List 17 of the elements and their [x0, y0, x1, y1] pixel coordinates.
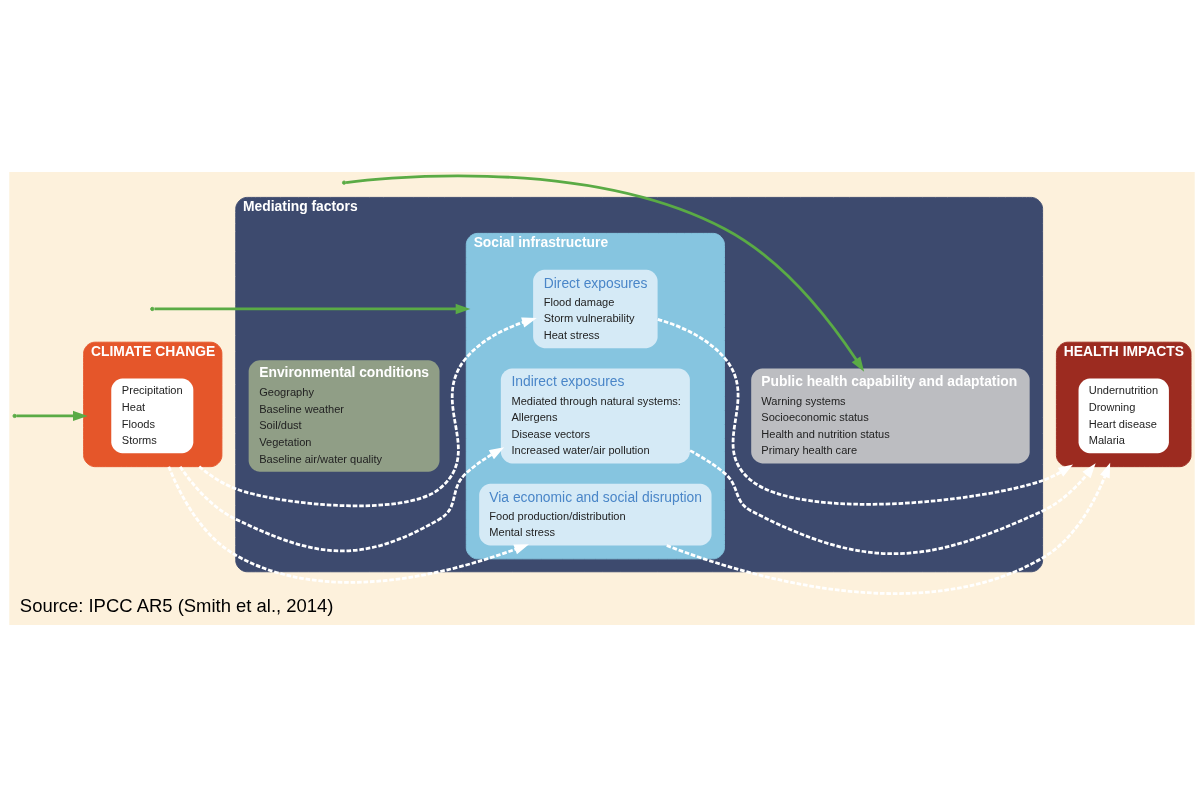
arrow	[198, 317, 537, 507]
node-box: Indirect exposures Mediated through natural systems: Allergens Disease vectors Increased water/air pollution	[500, 367, 690, 463]
caption: Source: IPCC AR5 (Smith et al., 2014)	[19, 594, 334, 616]
node-box: Direct exposures Flood damage Storm vulnerability Heat stress	[533, 269, 658, 348]
node-box: Environmental conditions Geography Baseline weather Soil/dust Vegetation Baseline air/water quality	[248, 359, 440, 472]
arrow	[689, 448, 1096, 555]
arrow	[666, 462, 1111, 595]
node-box: Public health capability and adaptation Warning systems Socioeconomic status Health and nutrition status Primary health care	[751, 367, 1030, 463]
node-box: Precipitation Heat Floods Storms	[111, 378, 194, 453]
node-box: Undernutrition Drowning Heart disease Malaria	[1078, 378, 1169, 453]
arrow	[16, 410, 88, 421]
arrow	[179, 446, 505, 552]
arrow	[154, 303, 471, 314]
arrow	[167, 465, 530, 584]
node-box: Via economic and social disruption Food production/distribution Mental stress	[479, 483, 712, 545]
arrow	[657, 317, 1073, 506]
arrow	[345, 174, 865, 372]
